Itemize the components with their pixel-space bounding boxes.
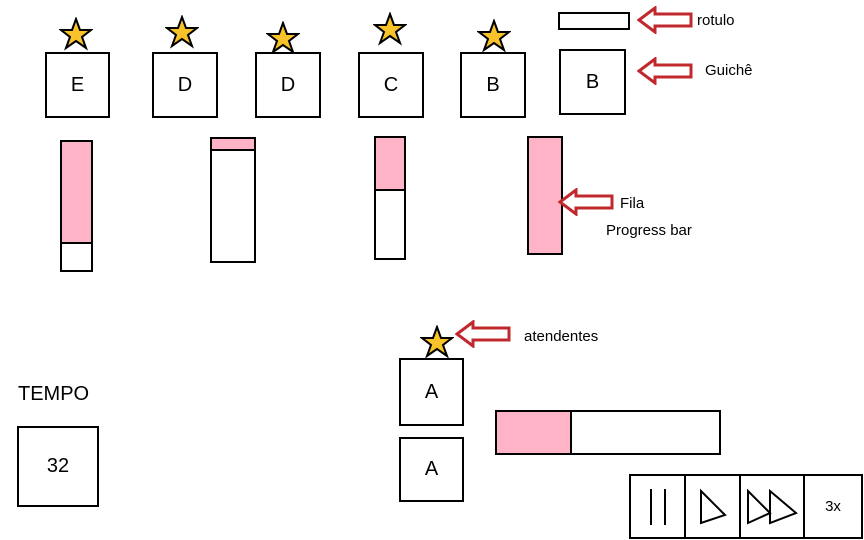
queue-progress-fill xyxy=(62,142,91,245)
rotulo-label-box xyxy=(558,12,630,30)
tempo-label: TEMPO xyxy=(18,383,90,405)
guiche-letter: D xyxy=(177,73,193,96)
tempo-value-box: 32 xyxy=(17,426,99,507)
guiche-box[interactable]: B xyxy=(460,52,526,118)
fast-forward-icon xyxy=(747,488,798,525)
atendente-box[interactable]: A xyxy=(399,358,464,426)
progress-bar-legend-text: Progress bar xyxy=(606,222,692,239)
horizontal-progress-bar xyxy=(495,410,721,455)
guiche-letter: C xyxy=(383,73,399,96)
tempo-value: 32 xyxy=(46,455,70,477)
rotulo-legend-text: rotulo xyxy=(697,12,735,29)
guiche-box[interactable]: E xyxy=(45,52,110,118)
queue-progress-bar xyxy=(374,136,406,260)
queue-progress-bar xyxy=(210,137,256,263)
guiche-legend-box: B xyxy=(559,49,626,115)
star-icon xyxy=(373,12,407,46)
arrow-left-icon xyxy=(558,188,614,216)
queue-progress-fill xyxy=(376,138,404,191)
play-icon xyxy=(699,488,727,524)
speed-label: 3x xyxy=(825,498,841,515)
star-icon xyxy=(420,325,454,359)
star-icon xyxy=(266,21,300,55)
star-icon xyxy=(477,19,511,53)
guiche-box[interactable]: D xyxy=(255,52,321,118)
guiche-letter: B xyxy=(585,70,600,93)
fila-legend-bar xyxy=(527,136,563,255)
guiche-box[interactable]: C xyxy=(358,52,424,118)
queue-progress-fill xyxy=(212,139,254,152)
guiche-box[interactable]: D xyxy=(152,52,218,118)
atendente-box[interactable]: A xyxy=(399,437,464,502)
speed-button[interactable]: 3x xyxy=(805,476,861,537)
star-icon xyxy=(59,17,93,51)
fast-forward-button[interactable] xyxy=(741,476,805,537)
guiche-legend-text: Guichê xyxy=(705,62,753,79)
arrow-left-icon xyxy=(637,6,693,34)
atendente-letter: A xyxy=(424,380,439,403)
atendente-letter: A xyxy=(424,458,439,480)
guiche-letter: E xyxy=(70,73,85,96)
queue-progress-fill xyxy=(529,138,561,253)
atendentes-legend-text: atendentes xyxy=(524,328,599,345)
pause-icon xyxy=(649,488,666,525)
fila-legend-text: Fila xyxy=(620,195,645,212)
star-icon xyxy=(165,15,199,49)
arrow-left-icon xyxy=(455,320,511,348)
pause-button[interactable] xyxy=(631,476,686,537)
queue-progress-bar xyxy=(60,140,93,272)
guiche-letter: B xyxy=(486,73,500,96)
guiche-letter: D xyxy=(280,73,296,96)
horizontal-progress-fill xyxy=(497,412,573,453)
playback-controls: 3x xyxy=(629,474,863,539)
play-button[interactable] xyxy=(686,476,741,537)
arrow-left-icon xyxy=(637,57,693,85)
